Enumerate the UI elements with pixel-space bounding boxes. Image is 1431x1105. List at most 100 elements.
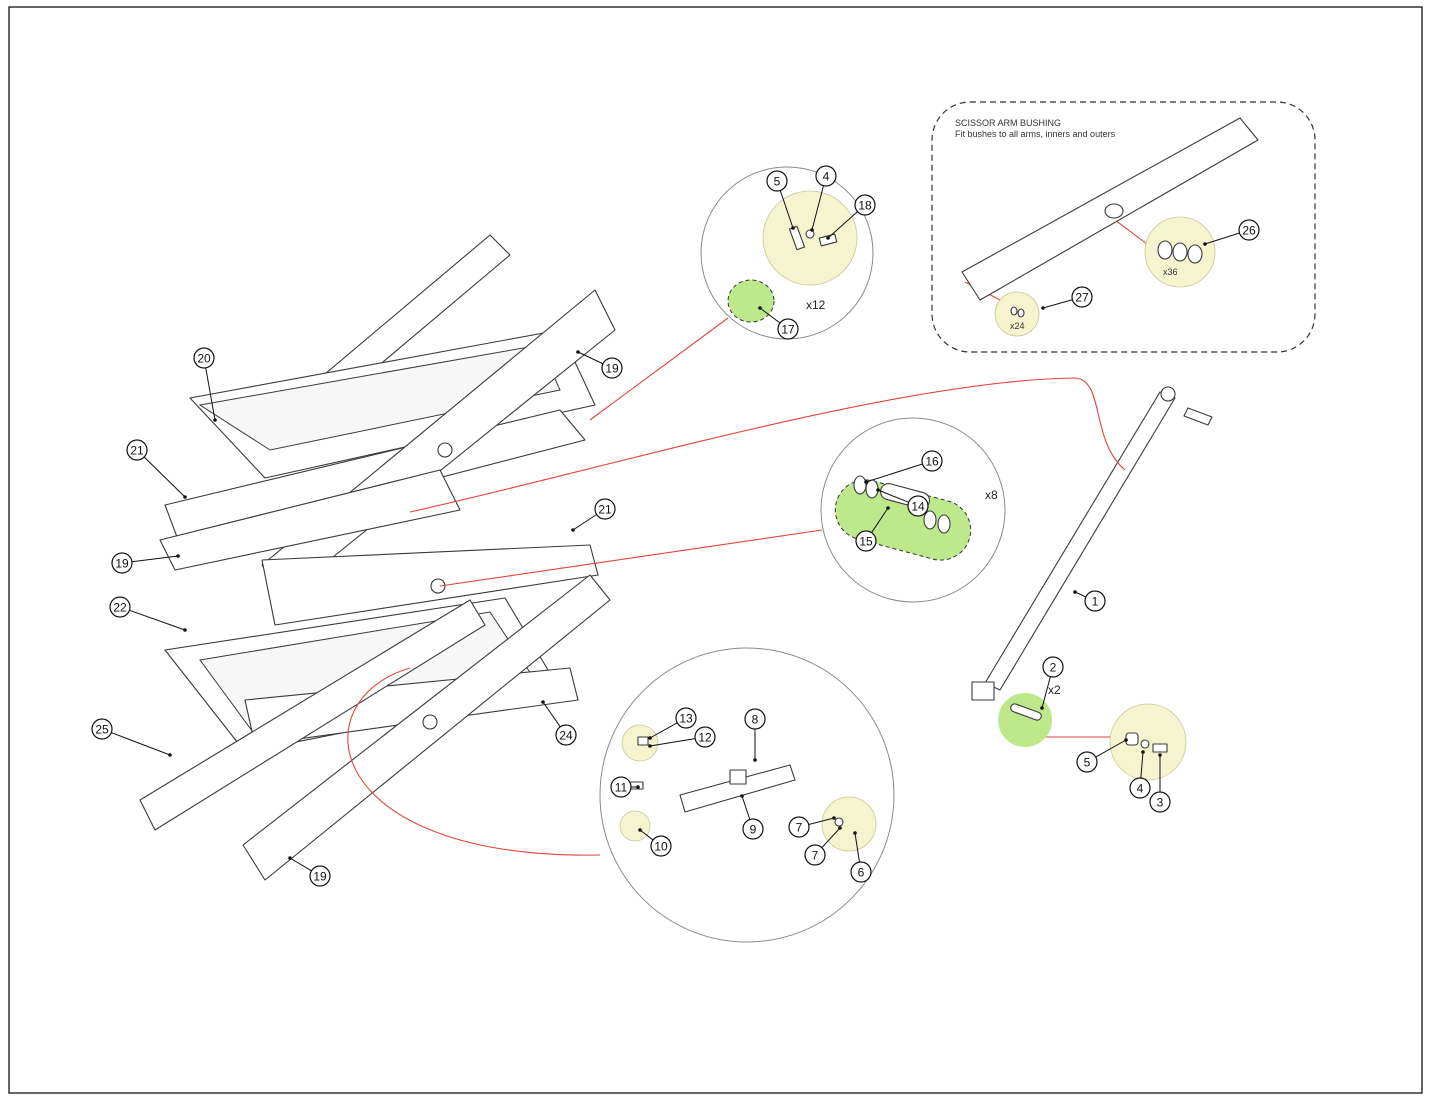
detail-actuator-pin: x2 (998, 683, 1187, 781)
leader-line (759, 307, 781, 324)
detail-circle (599, 647, 895, 943)
leader-arrowhead (638, 828, 642, 832)
item-balloon: 7 (804, 826, 842, 866)
balloon-number: 12 (698, 731, 712, 745)
leader-arrowhead (1073, 590, 1077, 594)
bush-part (1187, 244, 1203, 264)
leader-arrowhead (832, 816, 836, 820)
item-balloon: 13 (648, 707, 697, 740)
pin-part (1010, 703, 1042, 721)
balloon-circle (1149, 791, 1171, 813)
item-balloon: 2 (1040, 656, 1064, 710)
leader-arrowhead (213, 418, 217, 422)
balloon-number: 18 (858, 199, 872, 213)
balloon-circle (1076, 751, 1098, 773)
balloon-number: 5 (774, 175, 781, 189)
item-balloon: 20 (193, 347, 217, 422)
item-balloon: 9 (740, 794, 764, 840)
balloon-circle (1071, 286, 1093, 308)
qty-label: x24 (1010, 321, 1025, 331)
leader-line (649, 738, 696, 747)
highlight-pale (994, 291, 1040, 337)
leader-arrowhead (576, 350, 580, 354)
leader-arrowhead (541, 700, 545, 704)
item-balloon: 5 (1076, 738, 1128, 773)
balloon-circle (91, 718, 113, 740)
leader-arrowhead (740, 794, 744, 798)
arm-25 (139, 599, 486, 831)
leader-arrowhead (876, 488, 880, 492)
balloon-circle (610, 776, 632, 798)
callout-subtitle: Fit bushes to all arms, inners and outer… (955, 129, 1116, 139)
item-balloon: 22 (109, 596, 187, 632)
item-balloon: 3 (1149, 753, 1171, 813)
leader-line (811, 185, 824, 231)
balloon-number: 21 (130, 444, 144, 458)
balloon-number: 20 (197, 352, 211, 366)
balloon-number: 17 (781, 323, 795, 337)
balloon-circle (907, 495, 929, 517)
item-balloon: 11 (610, 776, 640, 798)
balloon-circle (1129, 777, 1151, 799)
leader-line (205, 367, 216, 421)
leader-arrowhead (810, 228, 814, 232)
leader-arrowhead (826, 236, 830, 240)
bush-part (1104, 203, 1124, 219)
leader-line (111, 732, 171, 756)
leader-line (1095, 739, 1127, 758)
leader-arrowhead (648, 736, 652, 740)
leader-arrowhead (758, 306, 762, 310)
pivot-boss (430, 578, 446, 594)
leader-arrowhead (864, 480, 868, 484)
item-balloon: 10 (638, 828, 672, 857)
leader-line (741, 795, 751, 820)
balloon-circle (804, 844, 826, 866)
balloon-number: 5 (1084, 756, 1091, 770)
balloon-circle (555, 724, 577, 746)
leader-line (1074, 591, 1087, 598)
arm-21-middle (261, 544, 599, 626)
leader-arrowhead (791, 226, 795, 230)
bushing-callout: SCISSOR ARM BUSHING Fit bushes to all ar… (931, 101, 1316, 353)
item-balloons: 1234545677891011121314151617181919192021… (91, 165, 1260, 887)
leader-line (779, 190, 794, 229)
item-balloon: 4 (1129, 750, 1151, 799)
balloon-circle (193, 347, 215, 369)
balloon-circle (742, 818, 764, 840)
item-balloon: 19 (111, 552, 180, 574)
highlight-green (727, 279, 775, 323)
balloon-circle (126, 439, 148, 461)
balloon-circle (694, 726, 716, 748)
item-balloon: 21 (126, 439, 187, 499)
item-balloon: 14 (876, 488, 929, 517)
item-balloon: 24 (541, 700, 577, 746)
item-balloon: 26 (1203, 219, 1260, 246)
bush-part (1017, 308, 1025, 318)
balloon-circle (650, 835, 672, 857)
leader-line (1041, 676, 1051, 709)
scissor-assembly (139, 234, 616, 881)
balloon-number: 4 (1137, 782, 1144, 796)
balloon-circle (594, 498, 616, 520)
item-balloon: 6 (850, 831, 872, 883)
balloon-number: 7 (812, 849, 819, 863)
detail-connectors (347, 219, 1156, 856)
leader-line (649, 722, 678, 739)
leader-line (1204, 232, 1240, 245)
balloon-number: 11 (615, 781, 628, 795)
leader-arrowhead (853, 831, 857, 835)
arm-19-left (159, 469, 461, 571)
leader-line (865, 463, 923, 483)
bush-part (923, 510, 937, 530)
balloon-circle (1042, 656, 1064, 678)
leader-line (577, 351, 604, 365)
leader-line (131, 555, 179, 563)
actuator-base (971, 681, 995, 701)
balloon-number: 7 (796, 821, 803, 835)
leader-line (542, 701, 561, 728)
balloon-circle (921, 450, 943, 472)
balloon-circle (601, 357, 623, 379)
item-balloon: 19 (288, 856, 331, 887)
